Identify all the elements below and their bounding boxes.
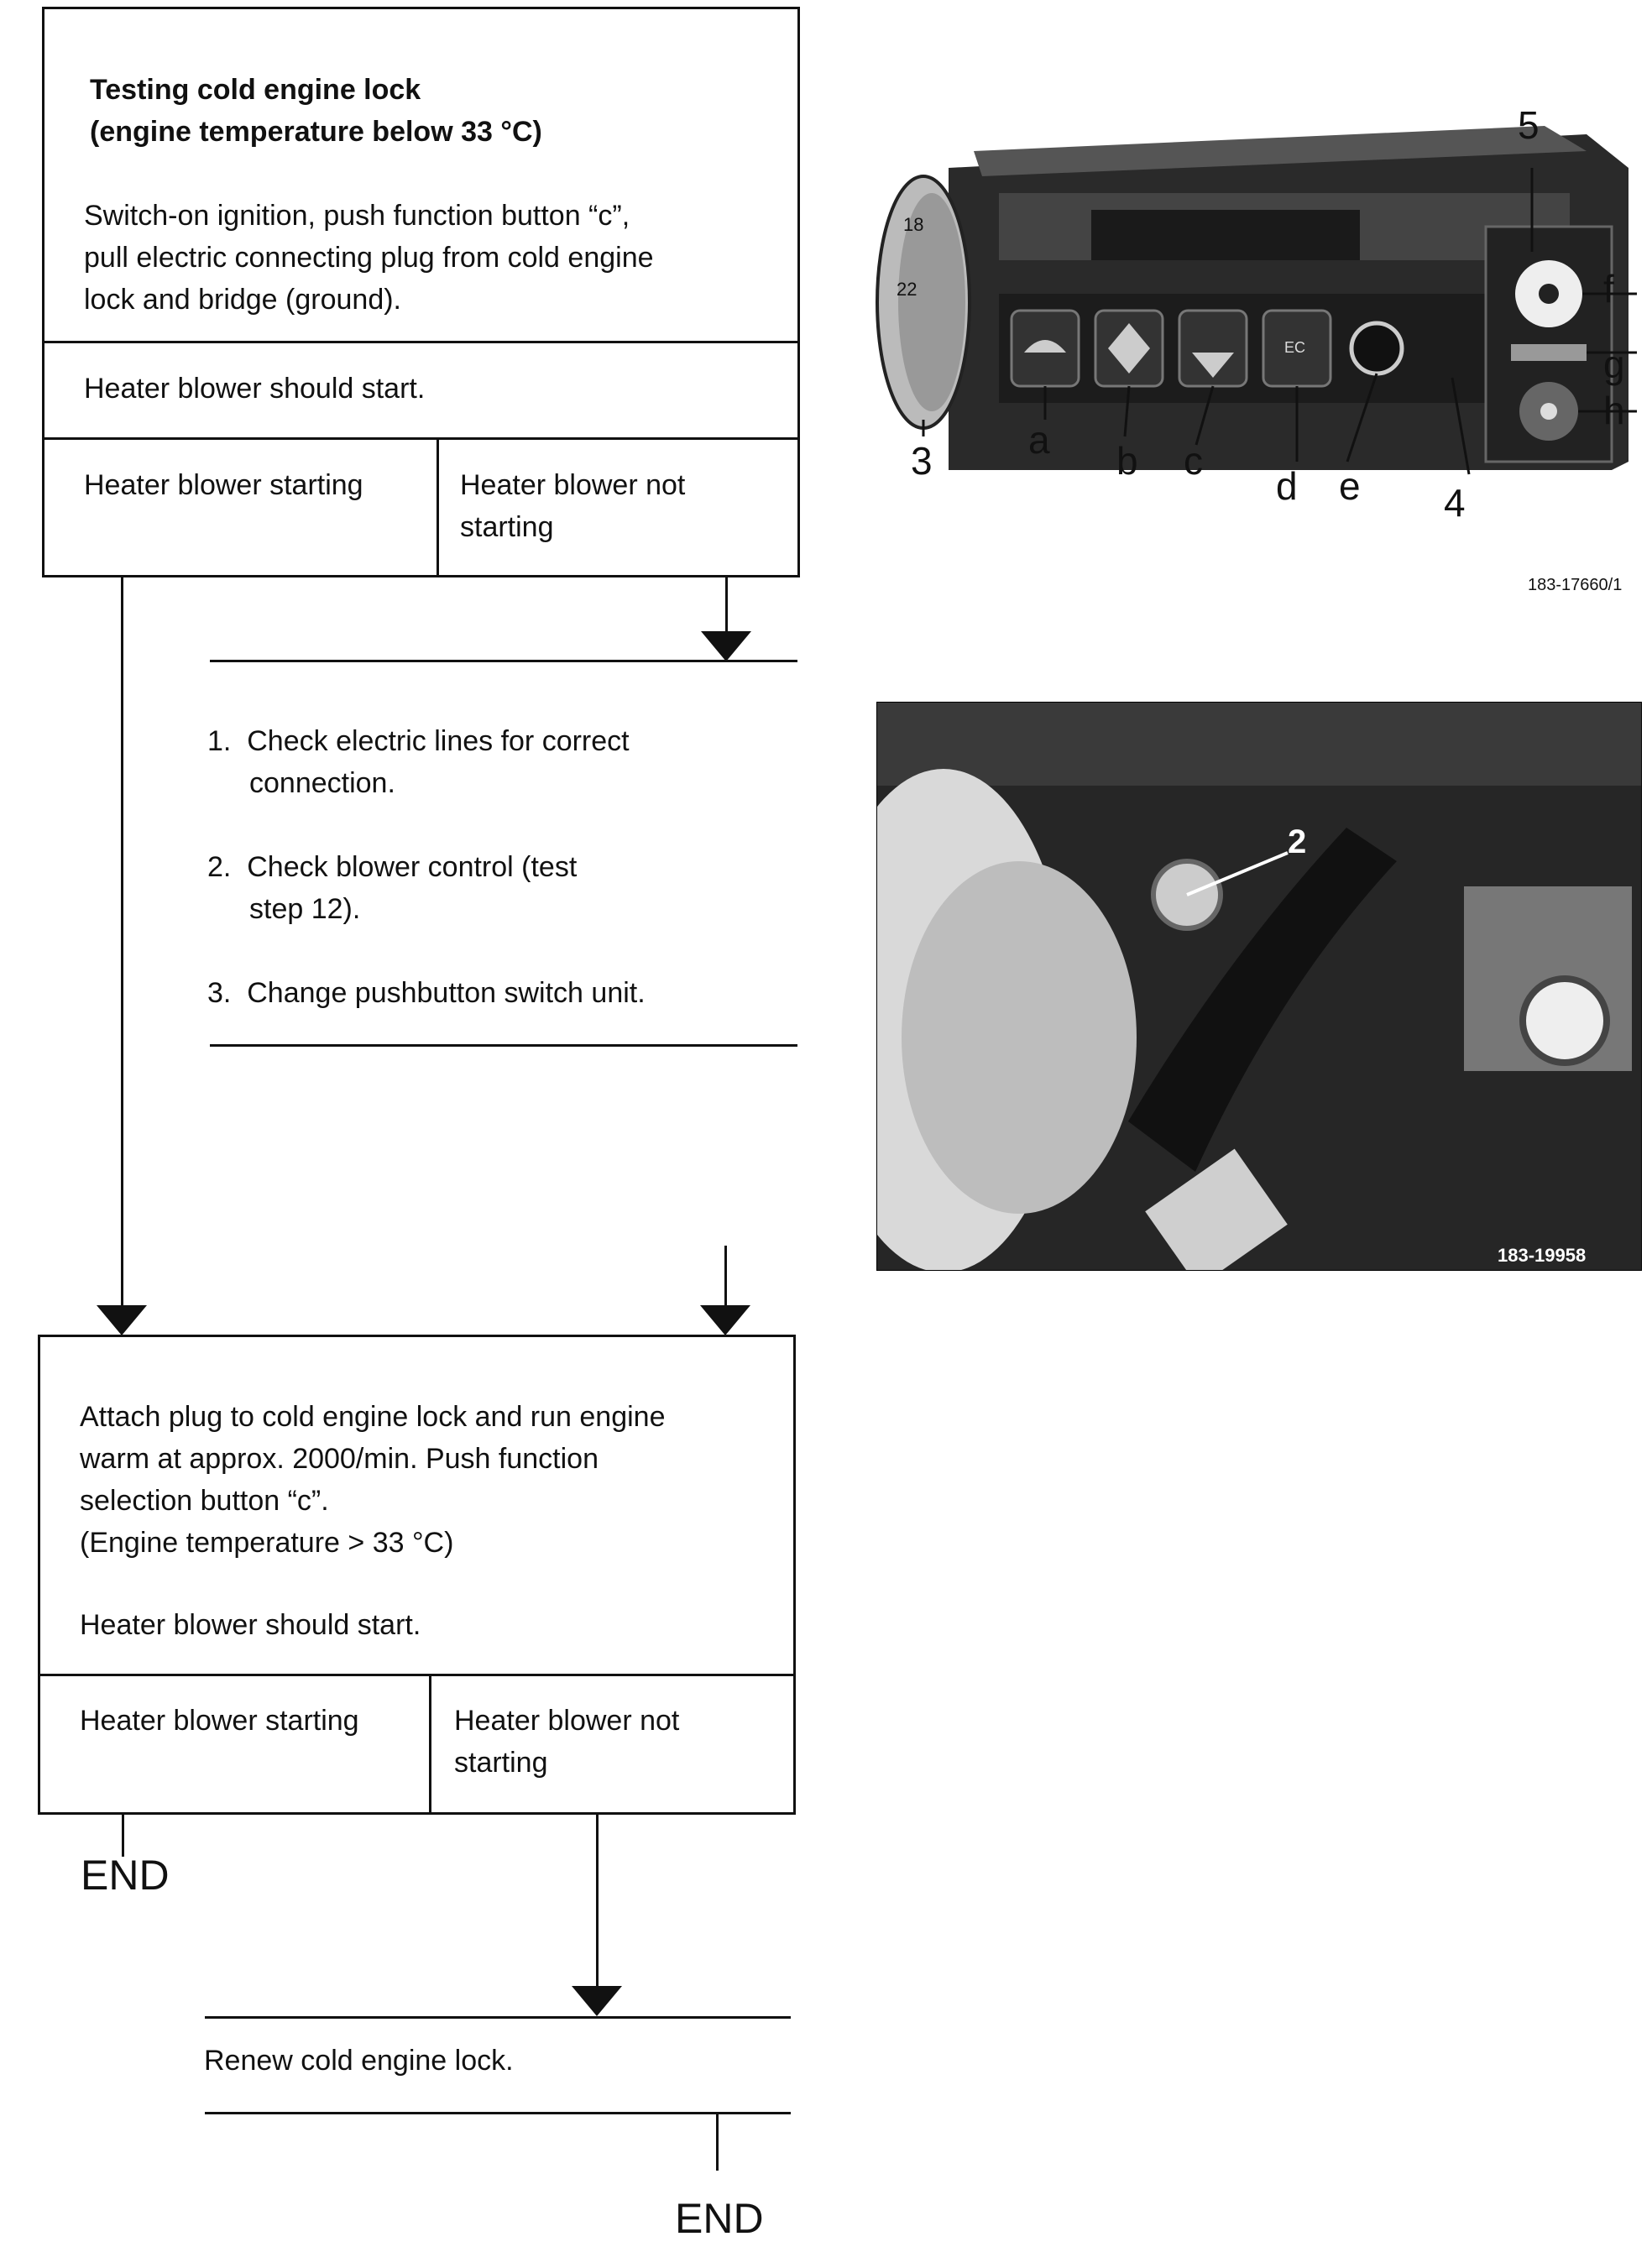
box1-divider-1 bbox=[42, 341, 800, 343]
button-d-text: EC bbox=[1284, 339, 1305, 356]
end-label-bottom: END bbox=[675, 2195, 764, 2242]
test-box-1 bbox=[42, 7, 800, 577]
flow-line-end-left bbox=[122, 1815, 124, 1857]
label-a: a bbox=[1028, 418, 1050, 462]
box1-branch-no-line2: starting bbox=[460, 511, 554, 543]
engine-bay-photo: 2 183-19958 bbox=[876, 702, 1642, 1271]
test-box-2 bbox=[38, 1335, 796, 1815]
box1-branch-no-line1: Heater blower not bbox=[460, 469, 686, 501]
check-2-line1: 2. Check blower control (test bbox=[207, 851, 578, 883]
flow-arrow-no-2 bbox=[572, 1986, 622, 2016]
checks-bottom-rule bbox=[210, 1044, 797, 1047]
renew-bottom-rule bbox=[205, 2112, 791, 2114]
box1-title-line2: (engine temperature below 33 °C) bbox=[90, 116, 542, 148]
dial-number-18: 18 bbox=[903, 214, 923, 235]
box2-instruction-4: (Engine temperature > 33 °C) bbox=[80, 1527, 454, 1559]
label-c: c bbox=[1184, 439, 1203, 483]
flow-line-yes-1 bbox=[121, 577, 123, 1316]
box1-title-line1: Testing cold engine lock bbox=[90, 74, 421, 106]
button-a-defrost bbox=[1010, 309, 1080, 388]
button-c bbox=[1178, 309, 1248, 388]
box2-branch-no-line2: starting bbox=[454, 1747, 548, 1779]
box2-branch-divider bbox=[429, 1674, 431, 1815]
flow-line-checks bbox=[724, 1246, 727, 1313]
box1-branch-divider bbox=[437, 437, 439, 577]
label-2: 2 bbox=[1288, 823, 1306, 860]
box1-instruction-2: pull electric connecting plug from cold … bbox=[84, 242, 654, 274]
control-unit-photo: 18 22 EC bbox=[873, 101, 1645, 537]
box2-instruction-1: Attach plug to cold engine lock and run … bbox=[80, 1401, 666, 1433]
box2-instruction-2: warm at approx. 2000/min. Push function bbox=[80, 1443, 599, 1475]
button-d-ec: EC bbox=[1262, 309, 1332, 388]
label-f: f bbox=[1603, 267, 1614, 311]
button-b bbox=[1094, 309, 1164, 388]
dial-number-22: 22 bbox=[897, 279, 917, 300]
box2-expectation: Heater blower should start. bbox=[80, 1609, 421, 1641]
flow-arrow-no-1 bbox=[701, 631, 751, 661]
checks-top-rule bbox=[210, 660, 797, 662]
flow-arrow-checks bbox=[700, 1305, 750, 1335]
fan-button-f bbox=[1515, 260, 1582, 327]
box1-expectation: Heater blower should start. bbox=[84, 373, 426, 405]
label-b: b bbox=[1116, 439, 1138, 483]
label-4: 4 bbox=[1444, 481, 1466, 525]
label-d: d bbox=[1276, 464, 1298, 508]
switch-g bbox=[1511, 344, 1587, 361]
box2-divider bbox=[38, 1674, 796, 1676]
fan-button-h bbox=[1519, 382, 1578, 441]
button-e bbox=[1349, 321, 1404, 376]
box1-instruction-3: lock and bridge (ground). bbox=[84, 284, 402, 316]
check-3-line1: 3. Change pushbutton switch unit. bbox=[207, 977, 646, 1009]
renew-step: Renew cold engine lock. bbox=[204, 2045, 514, 2077]
label-3: 3 bbox=[911, 439, 933, 483]
box1-divider-2 bbox=[42, 437, 800, 440]
flow-line-end-bottom bbox=[716, 2112, 719, 2171]
box2-branch-yes: Heater blower starting bbox=[80, 1705, 359, 1737]
check-1-line2: connection. bbox=[249, 767, 395, 799]
flow-arrow-yes-1 bbox=[97, 1305, 147, 1335]
label-e: e bbox=[1339, 464, 1361, 508]
label-h: h bbox=[1603, 389, 1625, 432]
box1-instruction-1: Switch-on ignition, push function button… bbox=[84, 200, 630, 232]
label-5: 5 bbox=[1518, 103, 1540, 147]
box1-branch-yes: Heater blower starting bbox=[84, 469, 363, 501]
box2-branch-no-line1: Heater blower not bbox=[454, 1705, 680, 1737]
figure1-caption: 183-17660/1 bbox=[1528, 576, 1623, 594]
check-1-line1: 1. Check electric lines for correct bbox=[207, 725, 630, 757]
figure2-caption: 183-19958 bbox=[1498, 1245, 1586, 1266]
label-g: g bbox=[1603, 342, 1625, 386]
box2-instruction-3: selection button “c”. bbox=[80, 1485, 329, 1517]
flow-line-no-1 bbox=[725, 577, 728, 636]
renew-top-rule bbox=[205, 2016, 791, 2019]
flow-line-no-2 bbox=[596, 1815, 599, 1995]
check-2-line2: step 12). bbox=[249, 893, 361, 925]
end-label-left: END bbox=[81, 1852, 170, 1899]
